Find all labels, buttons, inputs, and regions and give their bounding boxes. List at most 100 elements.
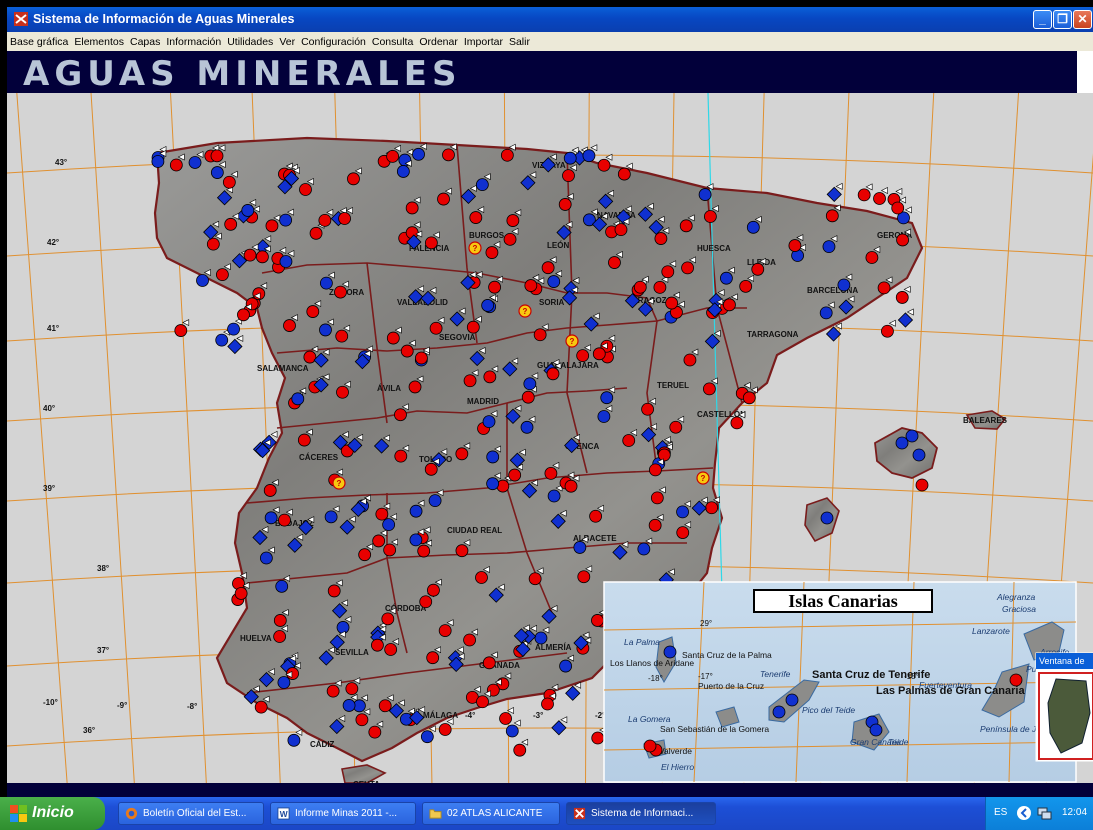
spring-marker-red[interactable] [237, 303, 252, 322]
menu-item-informacion[interactable]: Información [166, 36, 222, 48]
spring-marker-red[interactable] [873, 187, 888, 205]
spring-marker-blue[interactable] [277, 671, 293, 689]
spring-marker-blue[interactable] [550, 509, 567, 529]
task-informe-minas[interactable]: W Informe Minas 2011 -... [270, 802, 416, 825]
spring-marker-blue[interactable] [915, 478, 929, 492]
spring-marker-red[interactable] [273, 608, 289, 627]
spring-marker-blue[interactable] [336, 615, 352, 634]
spring-marker-blue[interactable] [252, 526, 269, 546]
spring-marker-red[interactable] [533, 323, 549, 342]
spring-marker-blue[interactable] [420, 286, 437, 307]
menu-item-ver[interactable]: Ver [279, 36, 296, 48]
spring-marker-blue[interactable] [704, 329, 721, 350]
spring-marker-blue[interactable] [819, 301, 835, 320]
spring-marker-blue[interactable] [283, 167, 300, 187]
menu-item-base-grafica[interactable]: Base gráfica [10, 36, 69, 48]
spring-marker-red[interactable] [788, 234, 804, 252]
spring-marker-blue[interactable] [275, 574, 291, 593]
spring-marker-blue[interactable] [509, 448, 526, 468]
spring-marker-red[interactable] [169, 153, 185, 172]
spring-marker-red[interactable] [564, 474, 580, 493]
spring-marker-blue[interactable] [521, 479, 538, 499]
spring-marker-blue[interactable] [505, 404, 522, 424]
spring-marker-blue[interactable] [869, 723, 883, 737]
spring-marker-red[interactable] [415, 346, 430, 365]
spring-marker-red[interactable] [372, 529, 387, 548]
spring-marker-blue[interactable] [420, 725, 436, 744]
spring-marker-red[interactable] [273, 625, 288, 643]
spring-marker-red[interactable] [466, 315, 482, 334]
unknown-spring-marker[interactable]: ? [468, 241, 482, 255]
spring-marker-red[interactable] [650, 486, 666, 505]
spring-marker-blue[interactable] [820, 511, 834, 525]
spring-marker-blue[interactable] [637, 202, 654, 222]
spring-marker-red[interactable] [513, 738, 529, 757]
spring-marker-red[interactable] [641, 397, 656, 416]
canarias-inset[interactable]: Islas Canarias AlegranzaGraciosaLanzarot… [603, 581, 1093, 783]
spring-marker-blue[interactable] [448, 652, 465, 673]
spring-marker-red[interactable] [338, 207, 353, 225]
spring-marker-red[interactable] [384, 638, 399, 656]
spring-marker-red[interactable] [543, 683, 559, 702]
spring-marker-blue[interactable] [791, 244, 806, 262]
spring-marker-red[interactable] [643, 739, 657, 753]
spring-marker-red[interactable] [622, 429, 638, 447]
spring-marker-blue[interactable] [399, 707, 415, 726]
spring-marker-red[interactable] [417, 539, 432, 558]
spring-marker-red[interactable] [222, 170, 238, 189]
spring-marker-blue[interactable] [541, 604, 558, 625]
spring-marker-red[interactable] [541, 256, 557, 275]
spring-marker-blue[interactable] [332, 430, 349, 451]
spring-marker-blue[interactable] [707, 298, 724, 318]
spring-marker-blue[interactable] [373, 434, 390, 454]
spring-marker-red[interactable] [469, 206, 485, 224]
spring-marker-red[interactable] [463, 369, 479, 388]
spring-marker-red[interactable] [381, 607, 397, 626]
spring-marker-blue[interactable] [215, 328, 231, 347]
spring-marker-red[interactable] [730, 411, 746, 430]
spring-marker-blue[interactable] [547, 270, 563, 288]
spring-marker-blue[interactable] [313, 373, 330, 393]
spring-marker-red[interactable] [500, 143, 516, 162]
spring-marker-blue[interactable] [897, 206, 912, 225]
spring-marker-red[interactable] [405, 196, 421, 215]
spring-marker-blue[interactable] [382, 513, 397, 532]
menu-item-importar[interactable]: Importar [463, 36, 503, 48]
spring-marker-red[interactable] [394, 403, 409, 422]
spring-marker-blue[interactable] [287, 728, 303, 747]
spring-marker-red[interactable] [336, 380, 351, 399]
spring-marker-blue[interactable] [241, 198, 257, 217]
spring-marker-red[interactable] [299, 178, 314, 196]
unknown-spring-marker[interactable]: ? [518, 304, 532, 318]
spring-marker-red[interactable] [347, 167, 362, 186]
spring-marker-blue[interactable] [388, 699, 405, 719]
spring-marker-blue[interactable] [318, 646, 335, 666]
spring-marker-blue[interactable] [551, 716, 568, 736]
spring-marker-blue[interactable] [408, 285, 424, 305]
spring-marker-red[interactable] [633, 275, 649, 294]
unknown-spring-marker[interactable]: ? [565, 334, 579, 348]
spring-marker-blue[interactable] [406, 230, 423, 250]
spring-marker-red[interactable] [483, 365, 499, 384]
menu-item-elementos[interactable]: Elementos [74, 36, 124, 48]
spring-marker-red[interactable] [485, 241, 501, 259]
spring-marker-red[interactable] [739, 274, 754, 293]
spring-marker-blue[interactable] [597, 405, 613, 423]
spring-marker-red[interactable] [455, 442, 471, 461]
spring-marker-blue[interactable] [313, 348, 330, 368]
spring-marker-blue[interactable] [785, 693, 799, 707]
spring-marker-red[interactable] [576, 344, 591, 363]
spring-marker-blue[interactable] [481, 293, 496, 312]
start-button[interactable]: Inicio [0, 797, 105, 830]
spring-marker-blue[interactable] [354, 350, 371, 370]
spring-marker-blue[interactable] [396, 159, 412, 178]
spring-marker-red[interactable] [608, 251, 623, 269]
spring-marker-red[interactable] [681, 256, 696, 275]
spring-marker-red[interactable] [877, 276, 893, 295]
spring-marker-blue[interactable] [698, 183, 714, 201]
spring-marker-red[interactable] [857, 183, 873, 202]
spring-marker-blue[interactable] [319, 318, 334, 337]
spring-marker-blue[interactable] [502, 357, 519, 377]
spring-marker-blue[interactable] [329, 630, 346, 650]
spring-marker-red[interactable] [386, 144, 401, 163]
